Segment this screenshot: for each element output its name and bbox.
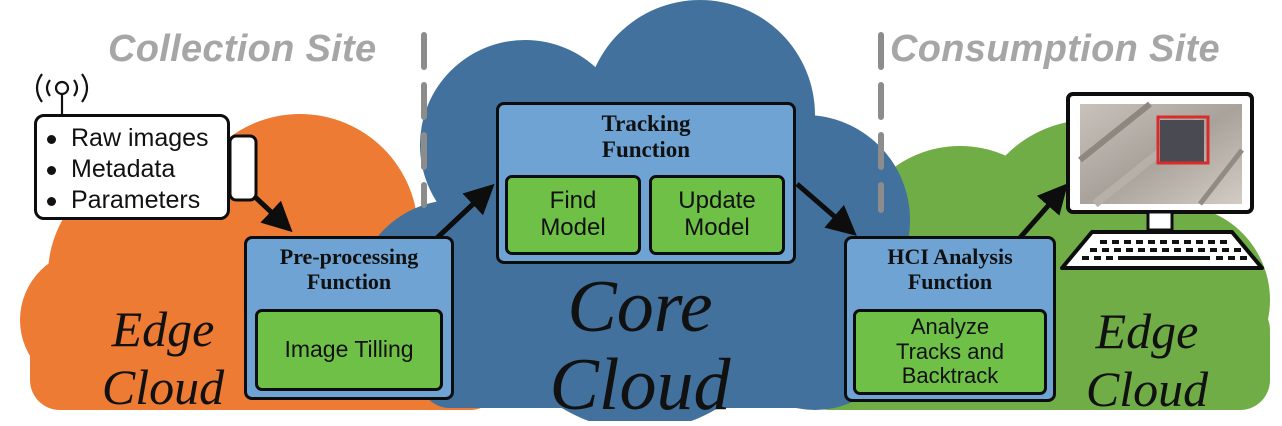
keyboard-icon xyxy=(1060,230,1264,270)
antenna-icon xyxy=(35,73,89,116)
hci-analysis-function: HCI Analysis Function Analyze Tracks and… xyxy=(844,236,1056,402)
hci-analysis-function-title: HCI Analysis Function xyxy=(887,244,1013,294)
image-tilling-box: Image Tilling xyxy=(255,309,443,391)
consumption-site-title: Consumption Site xyxy=(890,28,1220,70)
preprocessing-function-title: Pre-processing Function xyxy=(279,244,419,294)
input-data-list: Raw images Metadata Parameters xyxy=(34,114,230,220)
core-cloud-label: Core Cloud xyxy=(549,266,731,426)
arrow-list-to-preprocessing xyxy=(252,194,293,233)
monitor-icon xyxy=(1066,92,1254,232)
list-item: Raw images xyxy=(47,123,227,154)
collection-site-title: Collection Site xyxy=(108,28,377,70)
analyze-tracks-box: Analyze Tracks and Backtrack xyxy=(853,309,1047,395)
preprocessing-function: Pre-processing Function Image Tilling xyxy=(244,236,454,400)
tracking-function: Tracking Function Find Model Update Mode… xyxy=(496,102,796,264)
edge-cloud-right-label: Edge Cloud xyxy=(1085,303,1209,417)
arrow-tracking-to-hci xyxy=(795,182,857,236)
list-item: Metadata xyxy=(47,154,227,185)
list-connector xyxy=(228,134,258,202)
find-model-box: Find Model xyxy=(505,175,641,255)
arrow-preprocessing-to-tracking xyxy=(435,183,495,240)
list-item: Parameters xyxy=(47,185,227,216)
arrow-hci-to-monitor xyxy=(1016,183,1068,242)
edge-cloud-left-label: Edge Cloud xyxy=(101,301,225,415)
update-model-box: Update Model xyxy=(649,175,785,255)
tracking-function-title: Tracking Function xyxy=(601,111,691,162)
